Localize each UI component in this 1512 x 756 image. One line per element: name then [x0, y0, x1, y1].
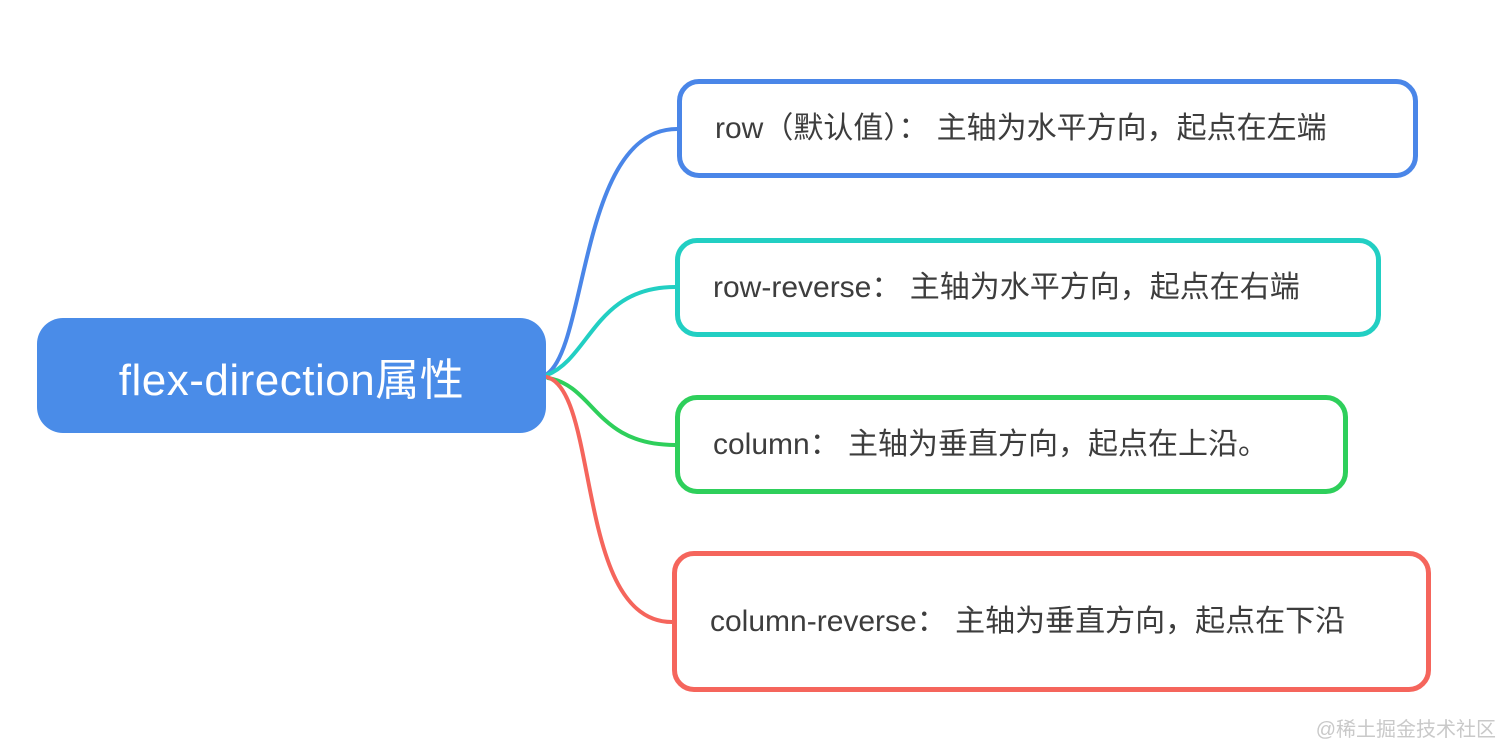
edge-column-reverse	[545, 375, 674, 624]
branch-node-column-reverse[interactable]: column-reverse： 主轴为垂直方向，起点在下沿	[672, 551, 1431, 692]
branch-node-row-reverse[interactable]: row-reverse： 主轴为水平方向，起点在右端	[675, 238, 1381, 337]
branch-node-row[interactable]: row（默认值）： 主轴为水平方向，起点在左端	[677, 79, 1418, 178]
branch-node-column[interactable]: column： 主轴为垂直方向，起点在上沿。	[675, 395, 1348, 494]
branch-node-label: column： 主轴为垂直方向，起点在上沿。	[713, 427, 1269, 461]
edge-row	[545, 127, 679, 376]
edge-column	[546, 376, 677, 447]
branch-node-label: column-reverse： 主轴为垂直方向，起点在下沿	[710, 604, 1346, 638]
branch-node-label: row（默认值）： 主轴为水平方向，起点在左端	[715, 111, 1327, 145]
watermark: @稀土掘金技术社区	[1315, 719, 1496, 741]
branch-node-label: row-reverse： 主轴为水平方向，起点在右端	[713, 270, 1300, 304]
root-node-label: flex-direction属性	[118, 355, 465, 405]
root-node-flex-direction[interactable]: flex-direction属性	[37, 318, 546, 433]
edge-row-reverse	[545, 285, 677, 377]
